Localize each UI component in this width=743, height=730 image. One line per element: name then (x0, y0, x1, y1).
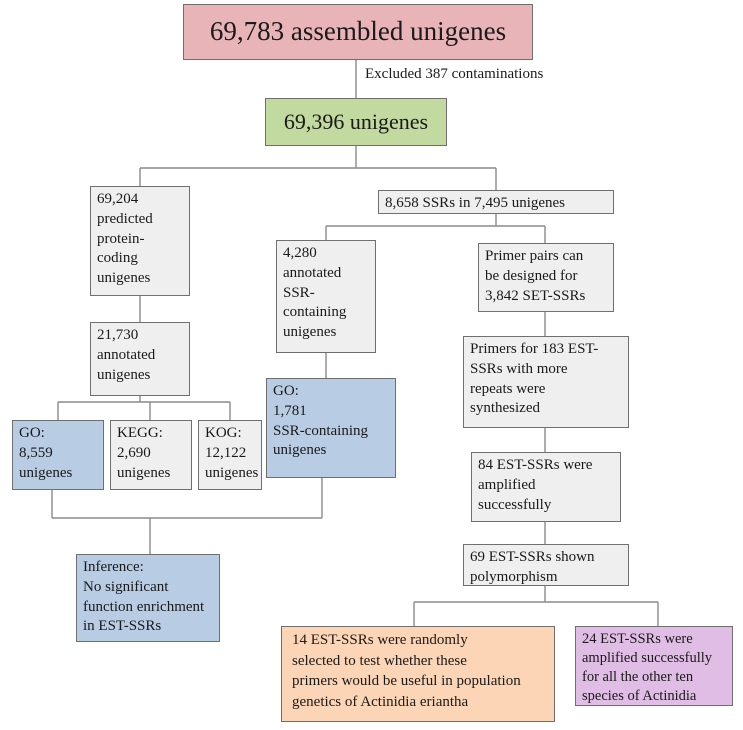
node-annotated: 21,730 annotated unigenes (90, 322, 190, 396)
node-filtered-unigenes: 69,396 unigenes (265, 98, 447, 146)
node-annotated-ssr: 4,280 annotated SSR- containing unigenes (276, 240, 376, 353)
node-amplified-24: 24 EST-SSRs were amplified successfully … (575, 626, 733, 706)
label-excluded-contaminations: Excluded 387 contaminations (365, 66, 544, 82)
node-amplified-84: 84 EST-SSRs were amplified successfully (471, 452, 621, 522)
node-selected-14: 14 EST-SSRs were randomly selected to te… (281, 626, 555, 722)
node-go: GO: 8,559 unigenes (12, 420, 104, 490)
node-inference: Inference: No significant function enric… (76, 554, 220, 642)
node-kegg: KEGG: 2,690 unigenes (110, 420, 192, 490)
node-primers-183: Primers for 183 EST- SSRs with more repe… (463, 336, 629, 428)
node-polymorphism-69: 69 EST-SSRs shown polymorphism (463, 544, 629, 586)
node-assembled-unigenes: 69,783 assembled unigenes (183, 4, 533, 60)
node-ssrs-total: 8,658 SSRs in 7,495 unigenes (378, 190, 614, 214)
node-go-ssr: GO: 1,781 SSR-containing unigenes (266, 378, 396, 478)
node-kog: KOG: 12,122 unigenes (198, 420, 262, 490)
node-protein-coding: 69,204 predicted protein- coding unigene… (90, 186, 190, 296)
node-primer-pairs: Primer pairs can be designed for 3,842 S… (478, 243, 614, 312)
